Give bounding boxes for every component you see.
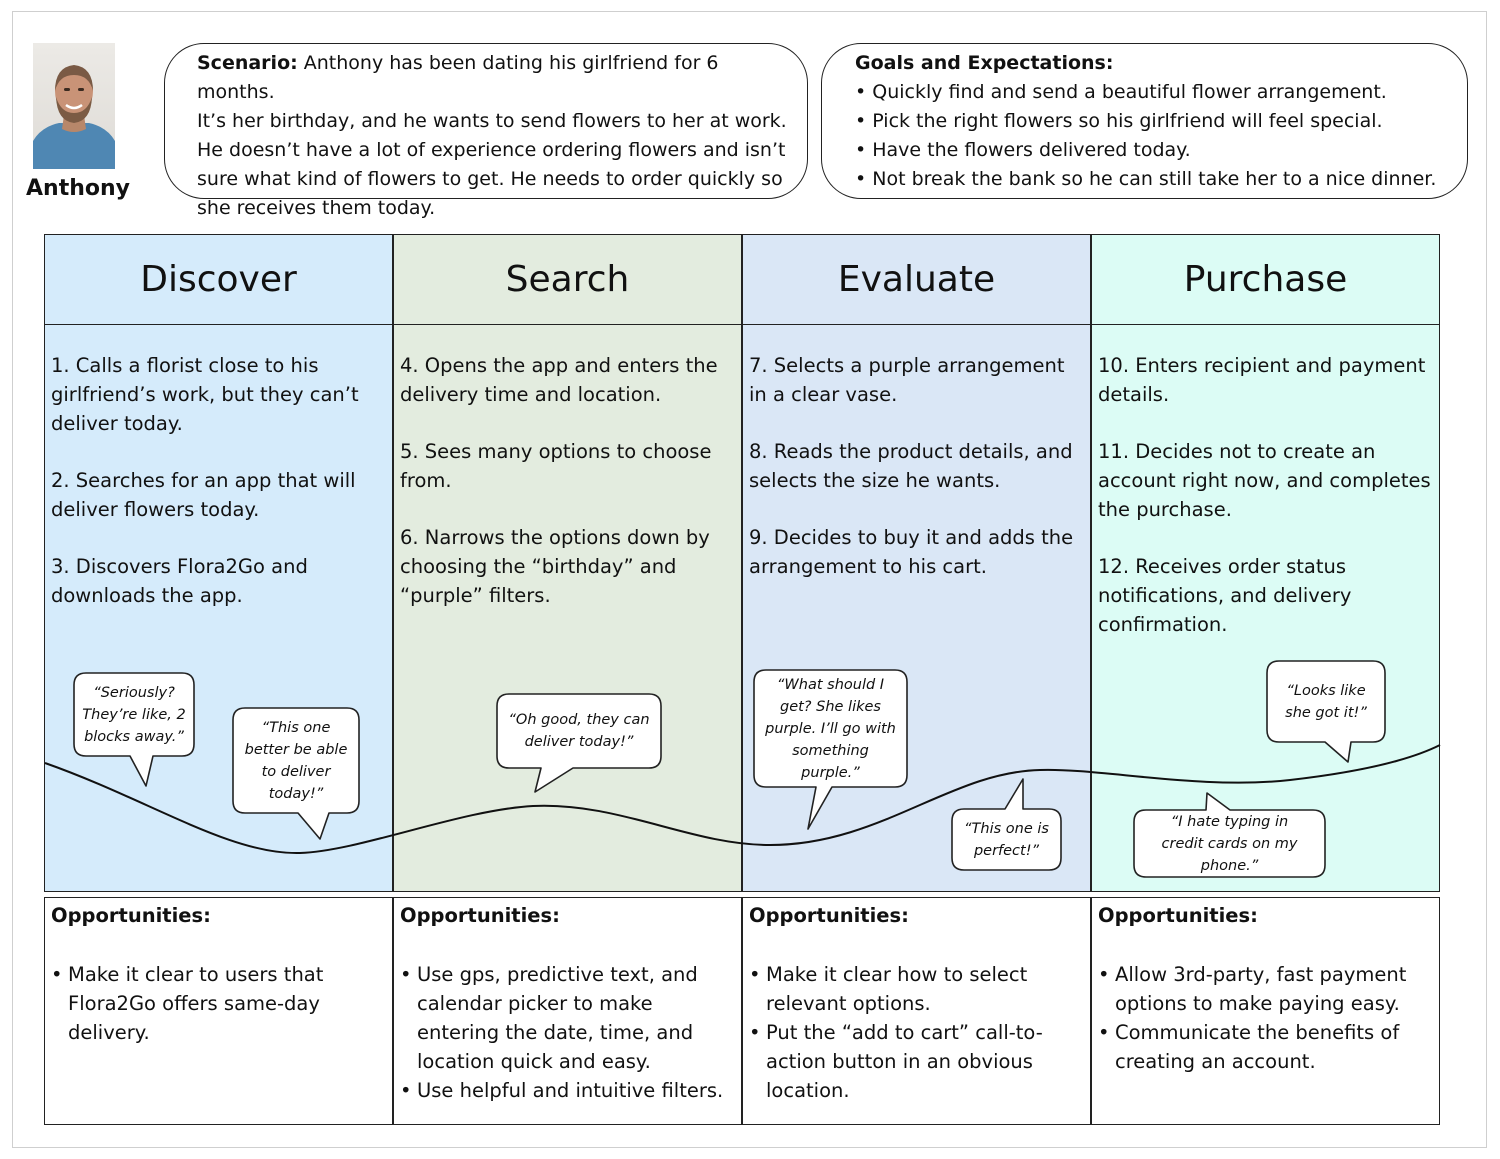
opportunity-item: •Communicate the benefits of creating an… bbox=[1098, 1021, 1400, 1073]
step-item: 1. Calls a florist close to his girlfrie… bbox=[51, 354, 359, 435]
step-item: 8. Reads the product details, and select… bbox=[749, 440, 1073, 492]
stage-title: Evaluate bbox=[743, 235, 1090, 325]
scenario-line: He doesn’t have a lot of experience orde… bbox=[197, 139, 786, 161]
quote-text: “Seriously? They’re like, 2 blocks away.… bbox=[82, 684, 186, 745]
goals-label: Goals and Expectations: bbox=[855, 52, 1114, 74]
opportunities-list: •Allow 3rd-party, fast payment options t… bbox=[1098, 960, 1435, 1076]
goal-item: • Have the flowers delivered today. bbox=[855, 139, 1191, 161]
opportunities-purchase: Opportunities: •Allow 3rd-party, fast pa… bbox=[1091, 897, 1440, 1125]
quote-text: “Oh good, they can deliver today!” bbox=[508, 712, 650, 750]
stage-steps: 10. Enters recipient and payment details… bbox=[1098, 351, 1435, 667]
scenario-line: It’s her birthday, and he wants to send … bbox=[197, 110, 787, 132]
step-item: 3. Discovers Flora2Go and downloads the … bbox=[51, 555, 308, 607]
opportunities-discover: Opportunities: •Make it clear to users t… bbox=[44, 897, 393, 1125]
opportunity-item: •Use gps, predictive text, and calendar … bbox=[400, 963, 698, 1073]
opportunities-label: Opportunities: bbox=[51, 904, 211, 927]
step-item: 4. Opens the app and enters the delivery… bbox=[400, 354, 718, 406]
scenario-box: Scenario: Anthony has been dating his gi… bbox=[164, 43, 808, 219]
opportunities-list: •Make it clear how to select relevant op… bbox=[749, 960, 1086, 1105]
persona-avatar bbox=[33, 43, 115, 169]
stage-title: Search bbox=[394, 235, 741, 325]
goals-box: Goals and Expectations: • Quickly find a… bbox=[821, 43, 1468, 199]
quote-text: “This one is perfect!” bbox=[964, 820, 1049, 859]
goal-item: • Quickly find and send a beautiful flow… bbox=[855, 81, 1387, 103]
opportunity-item: •Put the “add to cart” call-to-action bu… bbox=[749, 1021, 1043, 1102]
opportunities-search: Opportunities: •Use gps, predictive text… bbox=[393, 897, 742, 1125]
goal-item: • Pick the right flowers so his girlfrie… bbox=[855, 110, 1383, 132]
stage-steps: 4. Opens the app and enters the delivery… bbox=[400, 351, 737, 638]
quote-text: “Looks like she got it!” bbox=[1285, 682, 1367, 721]
stage-evaluate: Evaluate 7. Selects a purple arrangement… bbox=[742, 234, 1091, 892]
quote-text: “This one better be able to deliver toda… bbox=[244, 719, 348, 802]
stage-discover: Discover 1. Calls a florist close to his… bbox=[44, 234, 393, 892]
person-photo-icon bbox=[33, 65, 115, 169]
scenario-line: sure what kind of flowers to get. He nee… bbox=[197, 168, 783, 190]
step-item: 11. Decides not to create an account rig… bbox=[1098, 440, 1431, 521]
page-frame bbox=[12, 11, 1487, 1148]
opportunity-item: •Use helpful and intuitive filters. bbox=[400, 1079, 724, 1102]
opportunities-label: Opportunities: bbox=[1098, 904, 1258, 927]
step-item: 7. Selects a purple arrangement in a cle… bbox=[749, 354, 1065, 406]
stage-steps: 7. Selects a purple arrangement in a cle… bbox=[749, 351, 1086, 609]
stage-purchase: Purchase 10. Enters recipient and paymen… bbox=[1091, 234, 1440, 892]
persona-name: Anthony bbox=[26, 176, 130, 201]
opportunity-item: •Allow 3rd-party, fast payment options t… bbox=[1098, 963, 1407, 1015]
opportunities-list: •Use gps, predictive text, and calendar … bbox=[400, 960, 737, 1105]
step-item: 12. Receives order status notifications,… bbox=[1098, 555, 1352, 636]
opportunity-item: •Make it clear to users that Flora2Go of… bbox=[51, 963, 324, 1044]
opportunity-item: •Make it clear how to select relevant op… bbox=[749, 963, 1028, 1015]
opportunities-evaluate: Opportunities: •Make it clear how to sel… bbox=[742, 897, 1091, 1125]
opportunities-label: Opportunities: bbox=[400, 904, 560, 927]
step-item: 6. Narrows the options down by choosing … bbox=[400, 526, 710, 607]
step-item: 5. Sees many options to choose from. bbox=[400, 440, 712, 492]
scenario-label: Scenario: bbox=[197, 52, 298, 74]
step-item: 2. Searches for an app that will deliver… bbox=[51, 469, 356, 521]
scenario-line: she receives them today. bbox=[197, 197, 436, 219]
stage-title: Discover bbox=[45, 235, 392, 325]
stage-title: Purchase bbox=[1092, 235, 1439, 325]
opportunities-label: Opportunities: bbox=[749, 904, 909, 927]
opportunities-list: •Make it clear to users that Flora2Go of… bbox=[51, 960, 388, 1047]
quote-text: “I hate typing in credit cards on my pho… bbox=[1161, 813, 1298, 874]
stage-steps: 1. Calls a florist close to his girlfrie… bbox=[51, 351, 388, 638]
step-item: 9. Decides to buy it and adds the arrang… bbox=[749, 526, 1074, 578]
quote-text: “What should I get? She likes purple. I’… bbox=[765, 676, 896, 781]
goal-item: • Not break the bank so he can still tak… bbox=[855, 168, 1437, 190]
scenario-line: Scenario: Anthony has been dating his gi… bbox=[197, 52, 719, 103]
step-item: 10. Enters recipient and payment details… bbox=[1098, 354, 1426, 406]
stage-search: Search 4. Opens the app and enters the d… bbox=[393, 234, 742, 892]
